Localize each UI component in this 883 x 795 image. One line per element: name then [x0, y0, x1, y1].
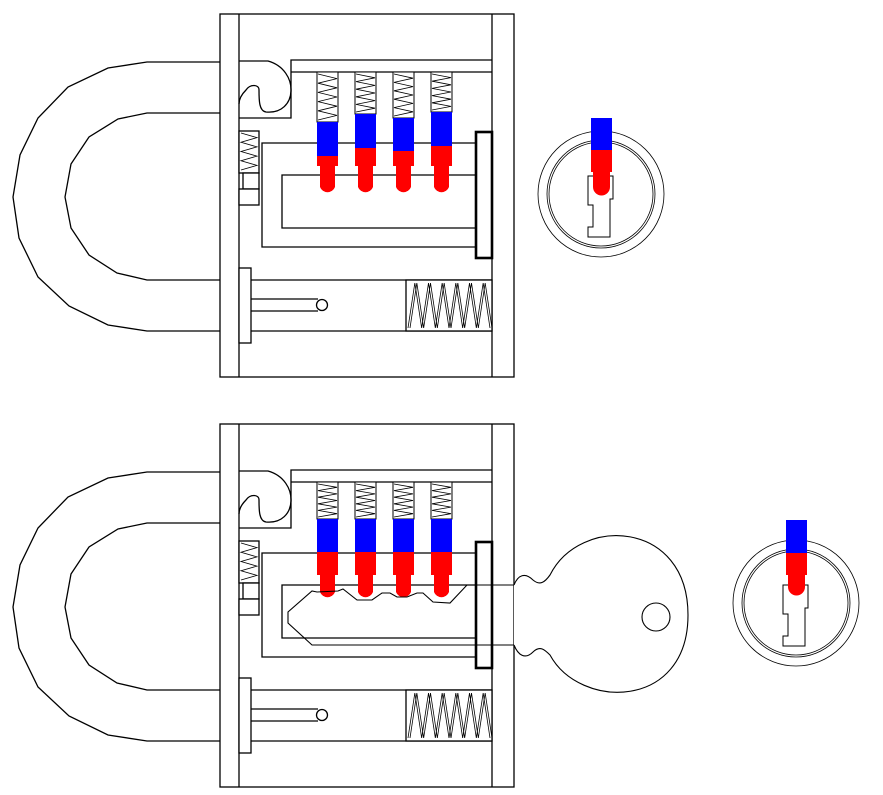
key-pin [355, 552, 376, 575]
key-pin-tip [320, 166, 335, 193]
padlock-with-key [12, 423, 689, 788]
key-pin [355, 148, 376, 166]
key-pin [317, 552, 338, 575]
bolt-rod-end [315, 708, 329, 722]
key-pin-tip [593, 170, 610, 196]
spring-coil [431, 73, 452, 111]
bolt-rod-end [315, 298, 329, 312]
spring-coil [355, 483, 376, 518]
shackle-inner [64, 112, 220, 281]
plug-face [474, 130, 494, 260]
latch [242, 582, 260, 600]
padlock-locked [12, 13, 515, 378]
spring-coil [355, 73, 376, 113]
driver-pin [591, 118, 612, 150]
key-pin [431, 552, 452, 575]
spring-coil [409, 282, 493, 329]
key-pin [431, 146, 452, 166]
key-pin-tip [358, 575, 373, 598]
spring-coil [393, 73, 414, 117]
key-pin-tip [320, 575, 335, 598]
bolt-plate [238, 267, 252, 344]
key-pin [591, 150, 612, 172]
key-pin-tip [434, 166, 449, 193]
spring-coil [317, 73, 338, 121]
driver-pin [431, 112, 452, 146]
spring-coil [317, 483, 338, 518]
keyway [782, 584, 809, 647]
shackle-inner [64, 522, 220, 691]
key-pin-tip [434, 575, 449, 598]
spring-coil [407, 692, 491, 739]
shackle-outer [12, 471, 220, 742]
driver-pin [431, 519, 452, 552]
keyhole-locked [537, 118, 665, 258]
driver-pin [317, 122, 338, 156]
bolt-rod [251, 298, 318, 312]
driver-pin [317, 519, 338, 552]
spring-coil [239, 542, 259, 581]
latch-base [238, 188, 260, 206]
spring-coil [239, 132, 259, 171]
key-blade [287, 584, 514, 646]
driver-pin [355, 114, 376, 148]
key-pin-tip [396, 166, 411, 193]
key-pin [393, 552, 414, 575]
driver-pin [393, 519, 414, 552]
driver-pin [786, 520, 807, 553]
key-pin [786, 553, 807, 575]
key-pin [393, 151, 414, 166]
key-hole [641, 602, 671, 632]
latch-base [238, 598, 260, 616]
plug-face [474, 540, 494, 670]
shackle-hook [238, 470, 292, 523]
bolt-plate [238, 677, 252, 754]
shackle-hook [238, 60, 292, 113]
shackle-outer [12, 61, 220, 332]
key-bow [513, 535, 689, 693]
spring-coil [431, 483, 452, 518]
latch [242, 172, 260, 190]
driver-pin [393, 118, 414, 151]
key-pin-tip [788, 573, 805, 596]
spring-coil [393, 483, 414, 518]
driver-pin [355, 519, 376, 552]
key-pin [317, 156, 338, 166]
key-pin-tip [358, 166, 373, 193]
bolt-rod [251, 708, 318, 722]
key-pin-tip [396, 575, 411, 598]
spring-coil [407, 282, 491, 329]
keyhole-keyed [732, 520, 860, 667]
spring-coil [409, 692, 493, 739]
